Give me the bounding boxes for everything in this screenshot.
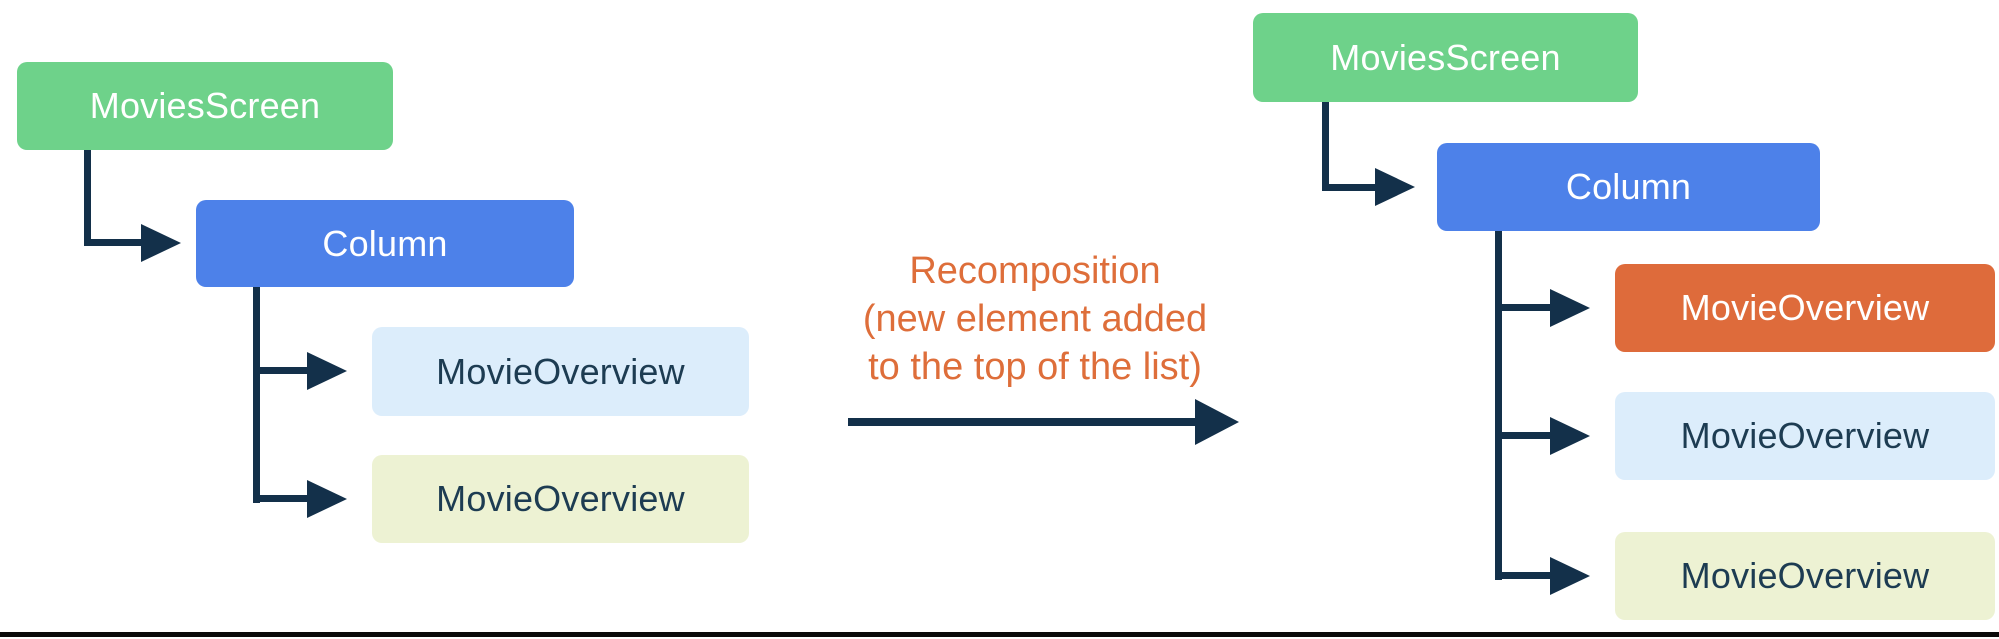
right-branch-3-line xyxy=(1495,572,1552,579)
bottom-divider xyxy=(0,632,1999,637)
right-root-label: MoviesScreen xyxy=(1330,36,1561,78)
right-root-elbow-horizontal-line xyxy=(1322,184,1377,191)
annotation-line-2: (new element added xyxy=(862,298,1208,340)
right-branch-1-arrowhead-icon xyxy=(1550,289,1590,327)
left-root-arrowhead-icon xyxy=(141,224,181,262)
left-branch-2-arrowhead-icon xyxy=(307,480,347,518)
right-column-label: Column xyxy=(1565,166,1692,207)
left-column-trunk-line xyxy=(253,287,260,503)
recomposition-arrow-shaft-line xyxy=(848,418,1197,426)
right-child-1-label: MovieOverview xyxy=(1680,287,1930,328)
annotation-line-1: Recomposition xyxy=(909,250,1161,292)
left-child-1-node: MovieOverview xyxy=(372,327,749,416)
annotation-line-3: to the top of the list) xyxy=(868,346,1202,388)
left-root-node: MoviesScreen xyxy=(17,62,393,150)
right-child-3-label: MovieOverview xyxy=(1680,555,1930,596)
right-root-elbow-vertical-line xyxy=(1322,102,1329,191)
right-root-arrowhead-icon xyxy=(1375,168,1415,206)
right-branch-2-arrowhead-icon xyxy=(1550,417,1590,455)
right-root-node: MoviesScreen xyxy=(1253,13,1638,102)
left-root-elbow-horizontal-line xyxy=(84,239,141,246)
left-root-elbow-vertical-line xyxy=(84,150,91,246)
left-column-node: Column xyxy=(196,200,574,287)
left-root-label: MoviesScreen xyxy=(89,85,321,126)
left-branch-1-arrowhead-icon xyxy=(307,352,347,390)
right-branch-2-line xyxy=(1495,432,1552,439)
left-branch-2-line xyxy=(253,495,309,502)
recomposition-annotation: Recomposition (new element added to the … xyxy=(820,247,1250,391)
right-child-2-node: MovieOverview xyxy=(1615,392,1995,480)
left-branch-1-line xyxy=(253,367,309,374)
left-child-1-label: MovieOverview xyxy=(436,350,685,392)
left-child-2-node: MovieOverview xyxy=(372,455,749,543)
right-child-2-label: MovieOverview xyxy=(1680,415,1930,456)
left-child-2-label: MovieOverview xyxy=(436,478,685,519)
right-child-1-node-new: MovieOverview xyxy=(1615,264,1995,352)
right-column-trunk-line xyxy=(1495,231,1502,580)
recomposition-arrowhead-icon xyxy=(1195,399,1239,445)
right-column-node: Column xyxy=(1437,143,1820,231)
left-column-label: Column xyxy=(322,222,448,264)
right-branch-3-arrowhead-icon xyxy=(1550,557,1590,595)
right-child-3-node: MovieOverview xyxy=(1615,532,1995,620)
right-branch-1-line xyxy=(1495,304,1552,311)
